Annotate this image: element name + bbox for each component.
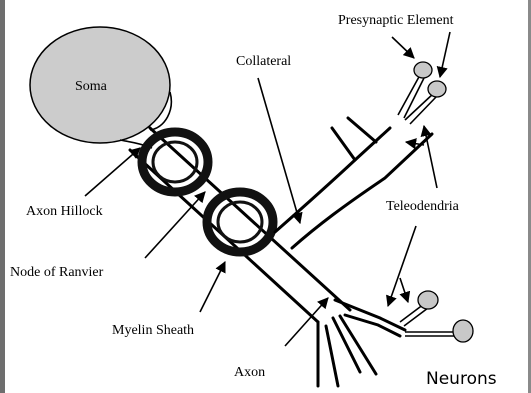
collateral-top-stub-2 [348, 118, 376, 142]
teleodendria-label: Teleodendria [386, 199, 460, 214]
presynaptic-stalk-2b [410, 96, 437, 124]
collateral-label: Collateral [236, 54, 291, 69]
teleodendria-arrow-4 [400, 278, 408, 302]
lower-terminal-1 [418, 291, 438, 309]
presynaptic-terminal-2 [428, 81, 446, 97]
teleodendria-arrow-3 [388, 226, 416, 306]
presynaptic-arrow-2 [440, 32, 450, 77]
presynaptic-terminal-1 [414, 62, 432, 78]
soma-label: Soma [75, 79, 108, 94]
figure-caption: Neurons [426, 369, 497, 389]
axon-hillock-label: Axon Hillock [26, 204, 103, 219]
collateral-top-stub [332, 128, 355, 160]
node-of-ranvier-arrow [145, 192, 205, 258]
collateral-branch [292, 134, 432, 248]
node-of-ranvier-label: Node of Ranvier [10, 265, 104, 280]
myelin-ring-1 [142, 132, 208, 192]
presynaptic-arrow-1 [392, 37, 414, 58]
axon-tail-2 [326, 326, 338, 386]
presynaptic-label: Presynaptic Element [338, 13, 454, 28]
myelin-ring-2 [207, 192, 273, 252]
axon-arrow [285, 298, 328, 346]
myelin-sheath-label: Myelin Sheath [112, 323, 194, 338]
axon-label: Axon [234, 365, 265, 380]
axon-hillock-arrow [85, 148, 140, 196]
myelin-sheath-arrow [200, 262, 225, 312]
lower-terminal-2 [453, 320, 473, 342]
lower-branch-inner [345, 315, 400, 336]
